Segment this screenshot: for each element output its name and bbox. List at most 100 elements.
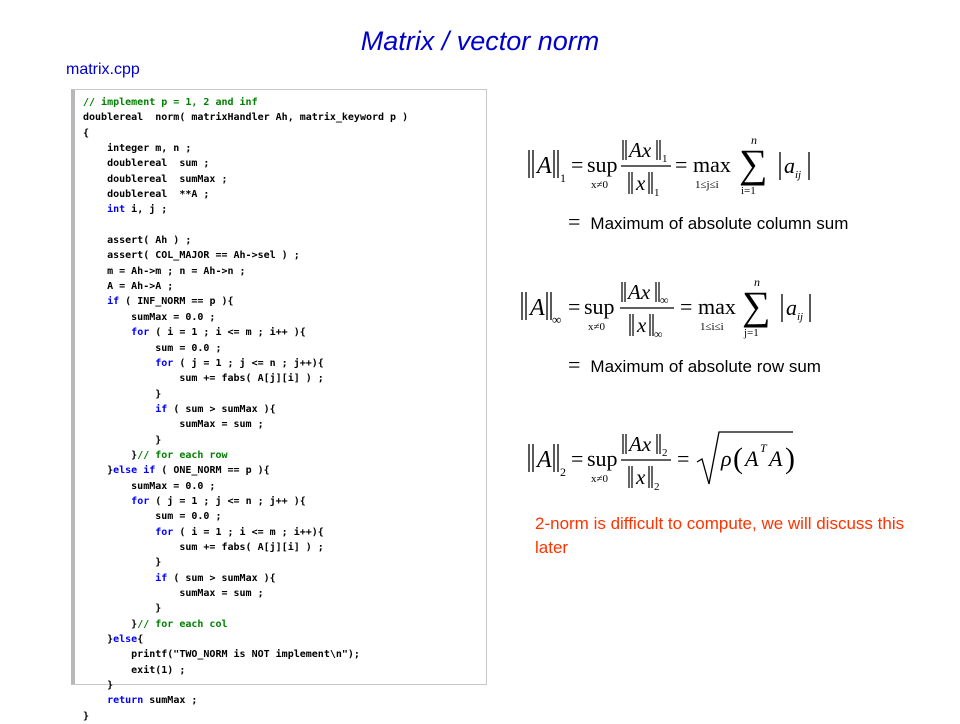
inf-norm-max-cond: 1≤i≤i [700,321,724,333]
code-line: assert( COL_MAJOR == Ah->sel ) ; [83,250,300,262]
svg-text:=: = [680,294,692,319]
svg-text:∞: ∞ [660,293,669,307]
one-norm-formula: A 1 = sup x≠0 Ax 1 x 1 = max 1≤j≤i n ∑ i… [525,132,815,202]
inf-norm-entry: a [786,295,797,320]
svg-text:=: = [571,446,583,471]
svg-text:∞: ∞ [654,327,663,341]
file-label: matrix.cpp [66,61,140,78]
code-line: } [83,680,114,692]
code-line: sumMax = 0.0 ; [83,480,216,492]
code-line: }else{ [83,634,144,646]
two-norm-rho: ρ [720,446,732,471]
code-line: } [83,434,162,446]
code-line: sum += fabs( A[j][i] ) ; [83,373,324,385]
two-norm-transpose: T [760,441,768,455]
inf-norm-formula: A ∞ = sup x≠0 Ax ∞ x ∞ = max 1≤i≤i n ∑ j… [518,274,813,344]
two-norm-sup: sup [587,446,618,471]
code-line: sumMax = 0.0 ; [83,311,216,323]
code-line: integer m, n ; [83,143,192,155]
code-line: doublereal sumMax ; [83,173,228,185]
code-panel: // implement p = 1, 2 and inf doublereal… [71,89,487,722]
inf-norm-caption: =Maximum of absolute row sum [568,352,821,378]
inf-norm-entry-sub: ij [797,311,803,323]
code-line: sumMax = sum ; [83,588,264,599]
two-norm-num: Ax [627,432,652,456]
one-norm-num: Ax [627,138,652,162]
inf-norm-num: Ax [626,280,651,304]
code-line: }// for each row [83,449,228,461]
code-line: { [83,127,90,139]
code-line: doublereal **A ; [83,189,210,201]
code-line: doublereal sum ; [83,158,210,170]
svg-text:∑: ∑ [742,283,771,328]
one-norm-sum-upper: n [751,133,757,147]
one-norm-lhs: A [535,153,552,179]
two-norm-lhs: A [535,447,552,473]
code-line: sum = 0.0 ; [83,342,222,354]
inf-norm-sum-upper: n [754,275,760,289]
inf-norm-caption-text: Maximum of absolute row sum [590,357,821,376]
one-norm-sup-cond: x≠0 [591,179,609,191]
code-line: if ( INF_NORM == p ){ [107,296,234,308]
one-norm-sup: sup [587,152,618,177]
code-line: assert( Ah ) ; [83,235,192,247]
one-norm-caption: = Maximum of absolute column sum [568,209,848,235]
code-line: return sumMax ; [107,695,198,707]
one-norm-caption-eq: = [568,209,581,234]
code-line: }else if ( ONE_NORM == p ){ [83,465,270,477]
svg-text:=: = [568,294,580,319]
one-norm-den: x [635,171,646,195]
svg-text:∑: ∑ [739,141,768,186]
one-norm-entry-sub: ij [795,169,801,181]
inf-norm-sup: sup [584,294,615,319]
one-norm-max: max [693,152,731,177]
svg-text:): ) [785,442,795,475]
code-line: sumMax = sum ; [83,419,264,431]
code-line: A = Ah->A ; [83,281,174,293]
code-line: sum += fabs( A[j][i] ) ; [83,541,324,553]
two-norm-den: x [635,465,646,489]
code-line: // implement p = 1, 2 and inf [83,97,258,108]
code-line: doublereal norm( matrixHandler Ah, matri… [83,112,409,124]
code-line: } [83,710,90,722]
one-norm-entry: a [784,153,795,178]
svg-text:(: ( [733,442,743,475]
code-line: exit(1) ; [83,664,186,676]
one-norm-sub: 1 [560,171,566,185]
code-line: } [83,557,162,569]
inf-norm-sub: ∞ [552,312,561,327]
code-line: for ( j = 1 ; j <= n ; j++){ [155,357,324,369]
two-norm-formula: A 2 = sup x≠0 Ax 2 x 2 = ρ ( A T A ) [525,426,805,496]
svg-text:2: 2 [662,447,668,459]
code-line: m = Ah->m ; n = Ah->n ; [83,265,246,277]
two-norm-note: 2-norm is difficult to compute, we will … [535,514,905,557]
code-line: } [83,603,162,615]
slide-title: Matrix / vector norm [360,26,600,56]
code-block: // implement p = 1, 2 and inf doublereal… [83,95,408,724]
svg-text:=: = [677,446,689,471]
two-norm-sub: 2 [560,465,566,479]
code-line: sum = 0.0 ; [83,511,222,523]
one-norm-sum-lower: i=1 [741,185,756,197]
inf-norm-max: max [698,294,736,319]
svg-text:1: 1 [654,187,660,199]
code-line: if ( sum > sumMax ){ [155,403,276,415]
two-norm-sup-cond: x≠0 [591,473,609,485]
inf-norm-lhs: A [528,295,545,321]
code-line: for ( i = 1 ; i <= m ; i++){ [155,526,324,538]
two-norm-inner-b: A [767,446,783,471]
svg-text:=: = [571,152,583,177]
inf-norm-sum-lower: j=1 [743,327,759,339]
one-norm-caption-text: Maximum of absolute column sum [590,214,849,233]
svg-text:2: 2 [654,481,660,493]
inf-norm-den: x [636,313,647,337]
code-line: if ( sum > sumMax ){ [155,572,276,584]
code-line: for ( i = 1 ; i <= m ; i++ ){ [131,327,306,339]
svg-text:=: = [675,152,687,177]
code-line: printf("TWO_NORM is NOT implement\n"); [83,649,360,661]
two-norm-inner-a: A [743,446,759,471]
code-line: for ( j = 1 ; j <= n ; j++ ){ [131,495,306,507]
inf-norm-sup-cond: x≠0 [588,321,606,333]
svg-text:1: 1 [662,153,668,165]
code-line: }// for each col [83,618,228,630]
